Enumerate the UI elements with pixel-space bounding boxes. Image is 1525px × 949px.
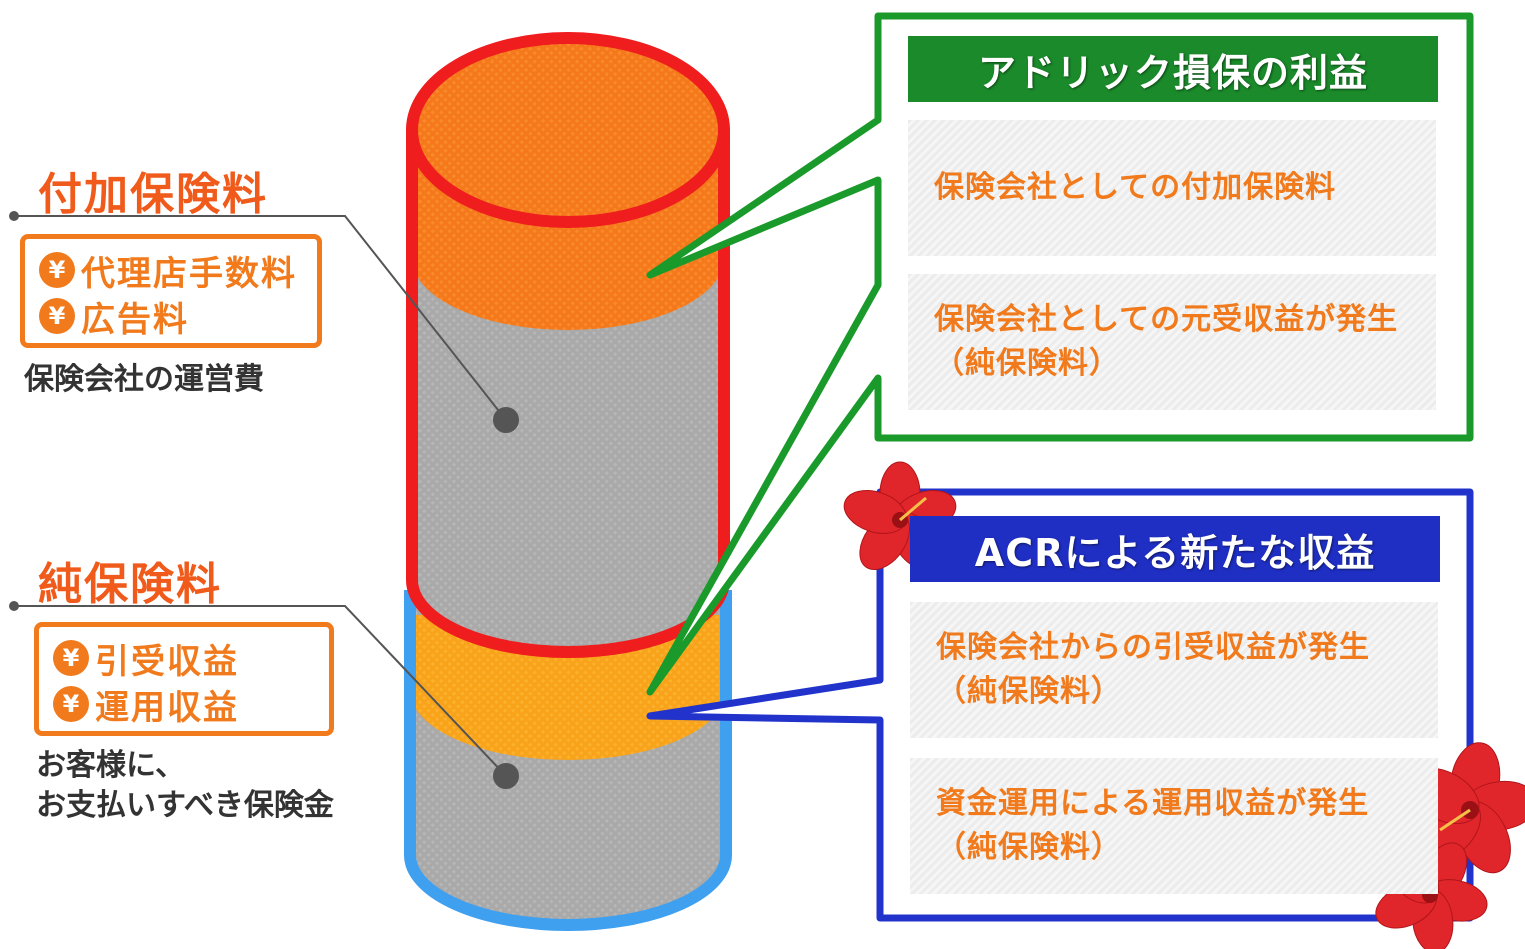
profit-item-1-line1: 保険会社としての付加保険料 xyxy=(934,170,1337,205)
badge-label-ad-fee: 広告料 xyxy=(81,299,189,340)
acr-panel-title: ACRによる新たな収益 xyxy=(910,516,1440,582)
profit-item-2: 保険会社としての元受収益が発生 （純保険料） xyxy=(908,274,1436,410)
badge-row: ¥ 引受収益 xyxy=(53,635,329,682)
acr-item-1: 保険会社からの引受収益が発生 （純保険料） xyxy=(910,602,1438,738)
profit-item-2-line2: （純保険料） xyxy=(934,346,1120,381)
yen-icon: ¥ xyxy=(53,686,89,722)
yen-icon: ¥ xyxy=(39,252,75,288)
lower-cylinder xyxy=(404,590,732,931)
upper-cylinder xyxy=(406,32,730,658)
acr-item-2-line1: 資金運用による運用収益が発生 xyxy=(936,786,1370,821)
yen-icon: ¥ xyxy=(39,298,75,334)
acr-item-1-line1: 保険会社からの引受収益が発生 xyxy=(936,630,1370,665)
badge-label-investment: 運用収益 xyxy=(95,687,239,728)
fuka-note: 保険会社の運営費 xyxy=(24,362,264,397)
badge-row: ¥ 広告料 xyxy=(39,293,317,340)
jun-hokenryo-title: 純保険料 xyxy=(38,559,222,610)
badge-row: ¥ 代理店手数料 xyxy=(39,247,317,294)
profit-item-2-line1: 保険会社としての元受収益が発生 xyxy=(934,302,1399,337)
profit-item-1: 保険会社としての付加保険料 xyxy=(908,120,1436,256)
fuka-badge-box: ¥ 代理店手数料 ¥ 広告料 xyxy=(20,234,322,348)
jun-badge-box: ¥ 引受収益 ¥ 運用収益 xyxy=(34,622,334,736)
badge-label-underwriting: 引受収益 xyxy=(95,641,239,682)
jun-note-line1: お客様に、 xyxy=(36,748,186,783)
badge-label-agency-fee: 代理店手数料 xyxy=(81,253,297,294)
acr-item-1-line2: （純保険料） xyxy=(936,674,1122,709)
leader-lines xyxy=(9,211,519,789)
profit-panel-title: アドリック損保の利益 xyxy=(908,36,1438,102)
acr-item-2-line2: （純保険料） xyxy=(936,830,1122,865)
jun-note-line2: お支払いすべき保険金 xyxy=(36,788,334,823)
yen-icon: ¥ xyxy=(53,640,89,676)
acr-item-2: 資金運用による運用収益が発生 （純保険料） xyxy=(910,758,1438,894)
badge-row: ¥ 運用収益 xyxy=(53,681,329,728)
fuka-hokenryo-title: 付加保険料 xyxy=(38,169,268,220)
